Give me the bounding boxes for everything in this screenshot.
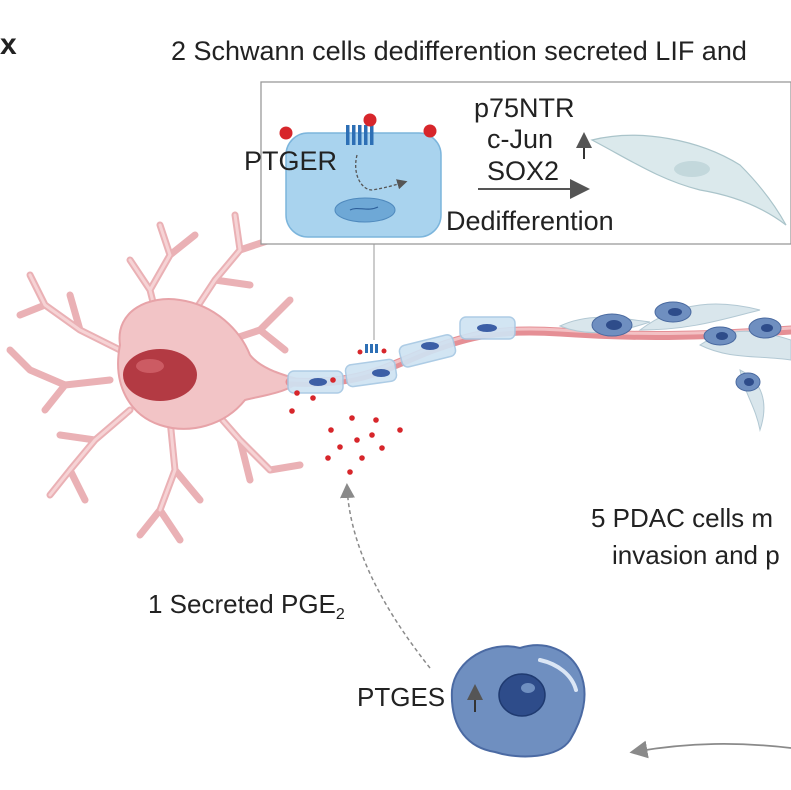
pdac-step-line1: 5 PDAC cells m	[591, 503, 774, 533]
cancer-cell-nucleolus	[521, 683, 535, 693]
inset-ptger-receptor	[346, 125, 374, 145]
axon-receptor-marker	[357, 344, 387, 355]
panel-mark: x	[0, 28, 17, 61]
neuron-nucleus	[123, 349, 197, 401]
inset-schwann-nucleus	[334, 197, 396, 223]
schwann-nucleus	[309, 378, 327, 386]
schwann-nucleus	[477, 324, 497, 332]
schwann-cells-on-axon	[287, 316, 516, 394]
pge2-subscript: 2	[335, 606, 345, 624]
pge2-step-label: 1 Secreted PGE2	[148, 591, 345, 623]
schwann-nucleus	[372, 369, 390, 377]
dedifferentiation-label: Dedifferention	[446, 206, 614, 236]
pge2-step-prefix: 1 Secreted PGE	[148, 589, 336, 619]
schwann-nucleus	[421, 342, 439, 350]
marker-sox2: SOX2	[487, 156, 560, 186]
inset-dedifferentiated-nucleus	[674, 161, 710, 177]
inset-schwann-cell	[285, 132, 442, 238]
pdac-step-line2: invasion and p	[612, 540, 780, 570]
schwann-cell	[398, 334, 457, 368]
ptges-label: PTGES	[357, 682, 446, 712]
inset-pge2-molecules	[279, 113, 437, 140]
marker-p75ntr: p75NTR	[474, 93, 575, 123]
pge2-secretion-arrow	[340, 483, 431, 669]
pdac-cycle-arrow	[629, 740, 791, 759]
pge2-molecules	[289, 377, 403, 475]
marker-c-jun: c-Jun	[487, 124, 554, 154]
neuron-nucleolus-highlight	[136, 359, 164, 373]
cancer-cell-membrane-highlight	[538, 658, 578, 692]
migrating-cell-cluster	[558, 301, 791, 432]
inset-dedifferentiated-cell	[590, 134, 787, 226]
inset-signal-arrow	[355, 154, 408, 191]
schwann-step-title: 2 Schwann cells dedifferention secreted …	[171, 36, 747, 66]
ptger-label: PTGER	[244, 146, 338, 176]
cancer-cell-nucleus	[498, 673, 546, 717]
schwann-cell	[344, 358, 398, 388]
